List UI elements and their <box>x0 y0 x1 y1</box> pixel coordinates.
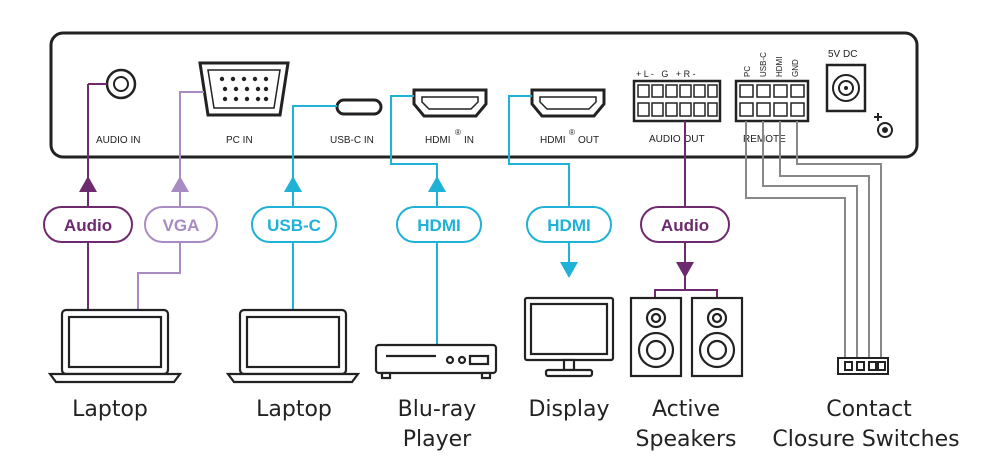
hdmi-in-arrow-icon <box>428 176 446 192</box>
contact-closure-switch-icon <box>837 357 889 375</box>
hdmi-out-arrow-icon <box>560 262 578 278</box>
audio-in-pill: Audio <box>43 206 133 243</box>
polarity-icon <box>874 113 893 138</box>
display-icon <box>523 296 615 378</box>
power-label: 5V DC <box>828 49 857 60</box>
speaker-icon <box>629 296 683 378</box>
hdmi-out-cable <box>508 95 570 262</box>
vga-pill: VGA <box>144 206 218 243</box>
hdmi-out-pill-text: HDMI <box>547 216 590 235</box>
laptop1-label: Laptop <box>72 397 148 422</box>
vga-cable <box>137 91 204 310</box>
remote-label: REMOTE <box>743 134 786 145</box>
vga-pill-text: VGA <box>163 216 200 235</box>
remote-pin-labels: PC USB-C HDMI GND <box>743 52 800 77</box>
remote-terminal-block <box>734 79 810 123</box>
hdmi-in-pill-text: HDMI <box>417 216 460 235</box>
laptop-icon <box>47 308 183 384</box>
vga-port <box>198 61 290 117</box>
remote-pin-usbc: USB-C <box>759 52 768 77</box>
audio-out-arrow-icon <box>676 262 694 278</box>
usbc-pill: USB-C <box>251 206 337 243</box>
bluray-label-line1: Blu-ray <box>398 397 477 422</box>
display-label: Display <box>528 397 609 422</box>
audio-out-label: AUDIO OUT <box>649 134 705 145</box>
audio-out-pill: Audio <box>640 206 730 243</box>
hdmi-out-label: HDMI <box>540 135 566 146</box>
hdmi-out-pill: HDMI <box>526 206 612 243</box>
hdmi-in-port <box>412 88 488 118</box>
bluray-label-line2: Player <box>403 427 472 452</box>
vga-arrow-icon <box>171 176 189 192</box>
hdmi-out-registered: ® <box>569 128 575 137</box>
remote-pin-hdmi: HDMI <box>775 57 784 77</box>
switches-label-line2: Closure Switches <box>772 427 959 452</box>
hdmi-in-registered: ® <box>455 128 461 137</box>
audio-in-jack <box>105 68 137 100</box>
hdmi-out-suffix: OUT <box>578 135 599 146</box>
hdmi-in-label: HDMI <box>425 135 451 146</box>
bluray-player-icon <box>374 343 498 380</box>
usbc-arrow-icon <box>284 176 302 192</box>
laptop2-label: Laptop <box>256 397 332 422</box>
audio-in-pill-text: Audio <box>64 216 112 235</box>
pc-in-label: PC IN <box>226 135 253 146</box>
audio-out-cable <box>654 121 718 298</box>
audio-in-arrow-icon <box>79 176 97 192</box>
usbc-port <box>335 98 383 116</box>
audio-out-pins-label: + L - G + R - <box>636 69 696 79</box>
laptop-icon <box>225 308 361 384</box>
audio-out-pill-text: Audio <box>661 216 709 235</box>
switches-label-line1: Contact <box>826 397 912 422</box>
remote-pin-pc: PC <box>743 66 752 77</box>
speakers-label-line2: Speakers <box>636 427 737 452</box>
hdmi-in-pill: HDMI <box>396 206 482 243</box>
speakers-label-line1: Active <box>652 397 720 422</box>
remote-pin-gnd: GND <box>791 59 800 77</box>
audio-out-terminal-block <box>632 79 722 123</box>
power-dc-jack <box>825 63 867 113</box>
speaker-icon <box>690 296 744 378</box>
remote-wires <box>745 121 882 358</box>
hdmi-in-suffix: IN <box>464 135 474 146</box>
audio-in-label: AUDIO IN <box>96 135 140 146</box>
usbc-pill-text: USB-C <box>267 216 321 235</box>
usbc-in-label: USB-C IN <box>330 135 374 146</box>
hdmi-out-port <box>530 88 606 118</box>
